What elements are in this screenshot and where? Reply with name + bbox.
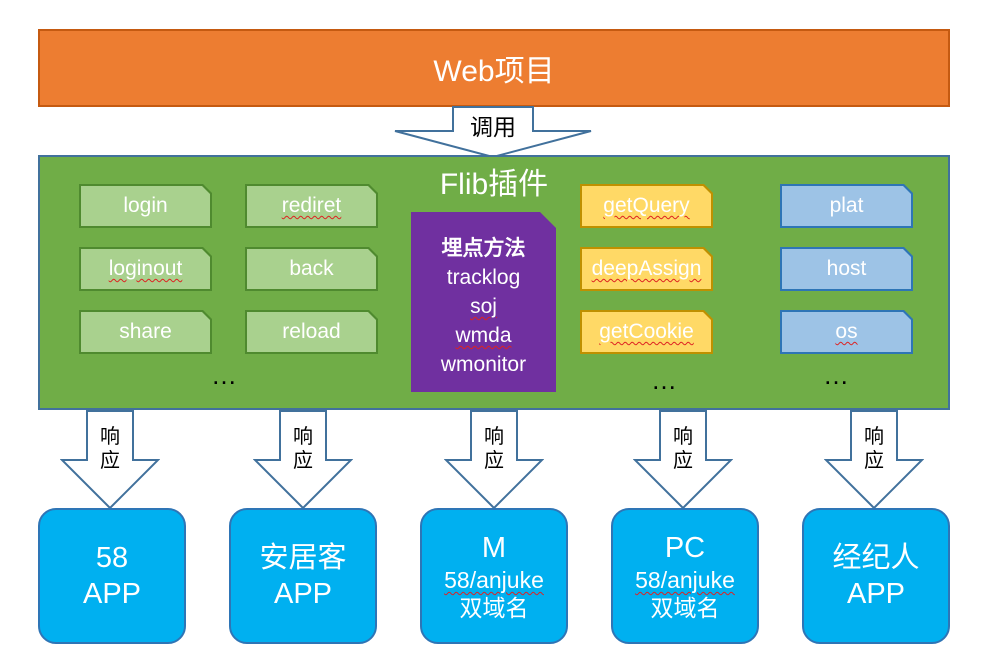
response-label-3: 响应 [484,426,504,472]
app-box-agent-app: 经纪人 APP [802,508,950,644]
function-card-getcookie: getCookie [580,310,713,354]
call-arrow [394,106,592,158]
function-card-os: os [780,310,913,354]
response-arrow-4 [633,410,733,510]
ellipsis-blue: … [823,359,853,390]
call-label: 调用 [470,114,516,140]
response-label-5: 响应 [864,426,884,472]
tracking-methods-box: 埋点方法 tracklog soj wmda wmonitor [411,212,556,392]
response-label-1: 响应 [100,426,120,472]
ellipsis-green: … [211,359,241,390]
web-project-bar: Web项目 [38,29,950,107]
tracking-item-wmonitor: wmonitor [440,353,527,376]
response-label-4: 响应 [673,426,693,472]
response-arrow-3 [444,410,544,510]
function-card-plat: plat [780,184,913,228]
app-box-58-app: 58 APP [38,508,186,644]
tracking-item-tracklog: tracklog [446,266,521,289]
function-card-getquery: getQuery [580,184,713,228]
plugin-title: Flib插件 [439,168,549,201]
tracking-title: 埋点方法 [441,237,526,260]
response-arrow-1 [60,410,160,510]
function-card-share: share [79,310,212,354]
function-card-reload: reload [245,310,378,354]
response-arrow-5 [824,410,924,510]
app-box-m-site: M 58/anjuke 双域名 [420,508,568,644]
response-arrow-2 [253,410,353,510]
tracking-item-soj: soj [470,295,497,318]
tracking-item-wmda: wmda [455,324,512,347]
function-card-loginout: loginout [79,247,212,291]
app-box-pc-site: PC 58/anjuke 双域名 [611,508,759,644]
response-label-2: 响应 [293,426,313,472]
web-project-label: Web项目 [433,55,555,88]
function-card-deepassign: deepAssign [580,247,713,291]
app-box-anjuke-app: 安居客 APP [229,508,377,644]
ellipsis-yellow: … [651,364,681,395]
function-card-back: back [245,247,378,291]
function-card-host: host [780,247,913,291]
function-card-login: login [79,184,212,228]
function-card-rediret: rediret [245,184,378,228]
